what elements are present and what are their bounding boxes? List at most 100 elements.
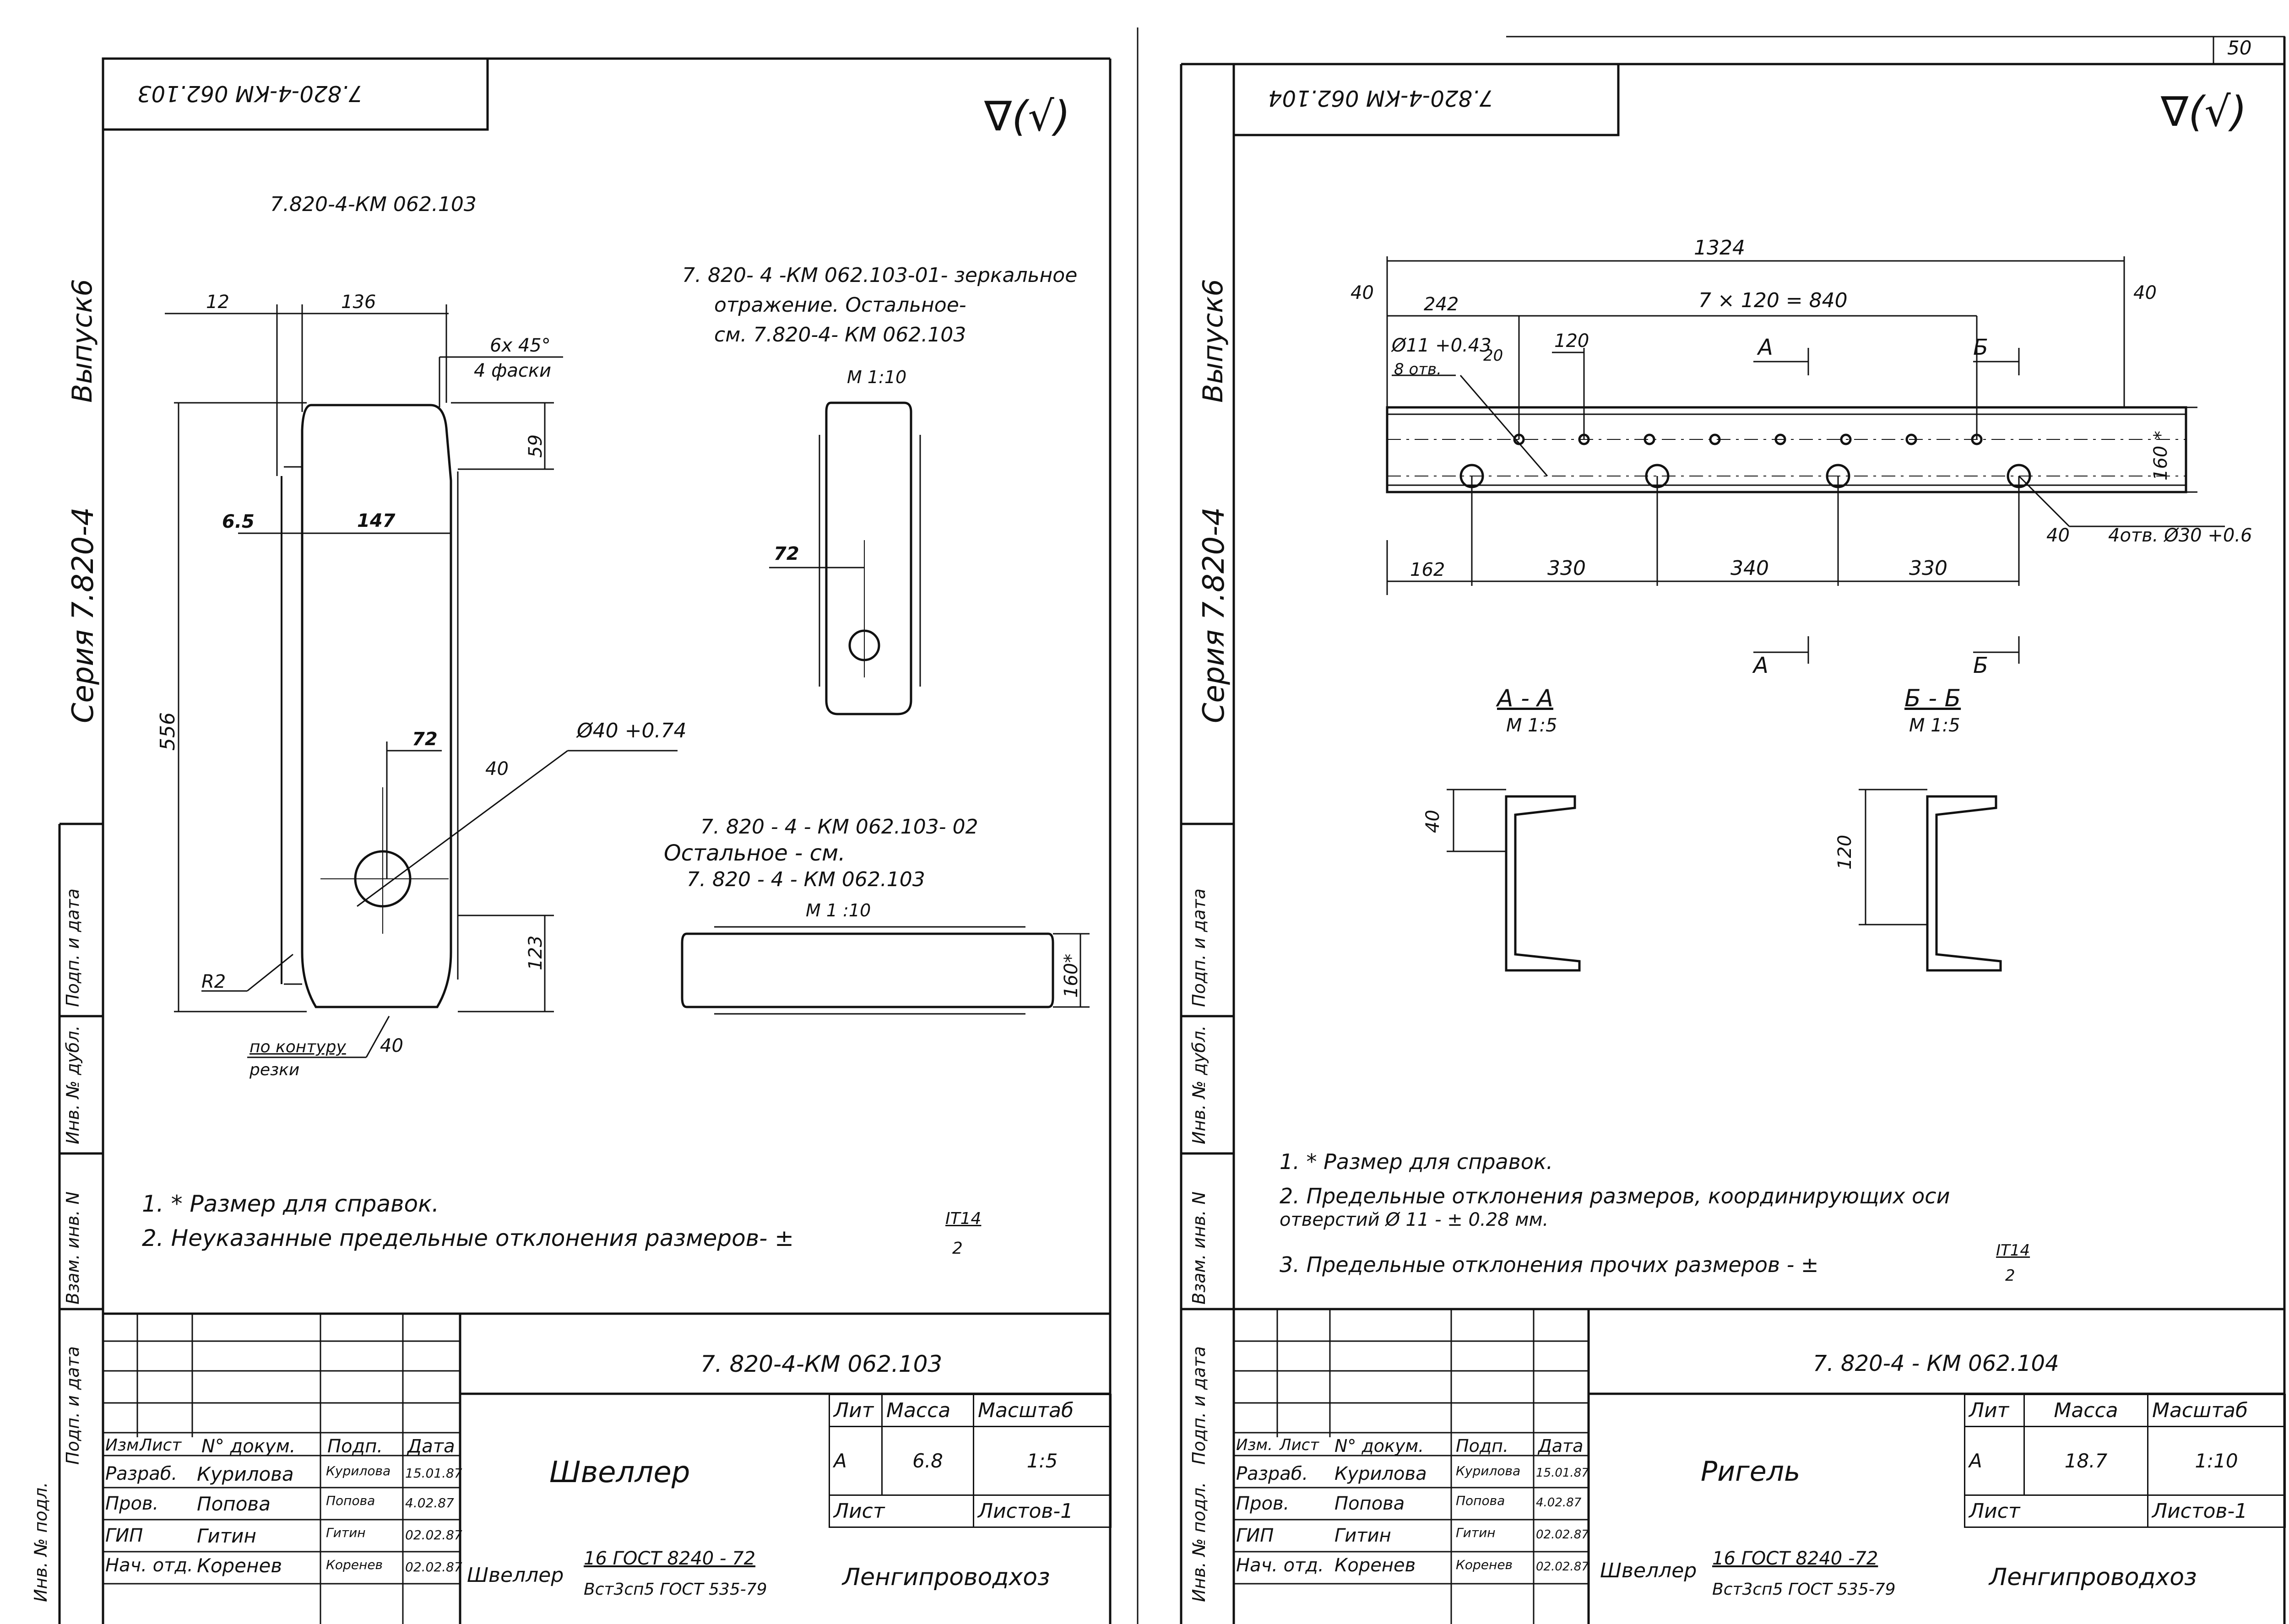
material-spec2-sheet1: Вст3сп5 ГОСТ 535-79 [584, 1580, 767, 1599]
side-label-1: Взам. инв. N [63, 1191, 83, 1305]
tb-row1-name: Курилова [197, 1463, 294, 1485]
dim-136: 136 [341, 292, 376, 313]
sheet-label-s2: Лист [1964, 1494, 2148, 1528]
sheets-total: Листов-1 [973, 1494, 1112, 1528]
side-label-4: Подп. и дата [63, 1346, 83, 1465]
note-s2-1: 1. * Размер для справок. [1280, 1149, 1553, 1174]
scale-head: Масштаб [973, 1394, 1112, 1427]
holes-30: 4отв. Ø30 +0.6 [2108, 525, 2252, 546]
side-label-s2-1: Взам. инв. N [1189, 1191, 1209, 1305]
tb2-head-date: Дата [1538, 1436, 1584, 1456]
part-code: 7.820-4-КМ 062.103 [270, 193, 477, 216]
section-a-scale: М 1:5 [1506, 715, 1557, 736]
org-sheet2: Ленгипроводхоз [1989, 1564, 2197, 1591]
side-label-s2-5: Инв. № подл. [1189, 1482, 1209, 1602]
tb-row4-sign: Коренев [326, 1557, 383, 1572]
roughness-symbol-sheet2: ∇(√) [2161, 88, 2247, 136]
tb-row1-sign: Курилова [326, 1463, 391, 1478]
lit-value: А [829, 1426, 883, 1496]
tb-row4-date: 02.02.87 [405, 1559, 462, 1575]
side-label-2: Инв. № дубл. [63, 1025, 83, 1144]
sheets-total-s2: Листов-1 [2147, 1494, 2286, 1528]
stamp-sheet1: 7.820-4-КМ 062.103 [137, 81, 363, 106]
dim-340: 340 [1730, 557, 1769, 580]
tb2-row3-role: ГИП [1236, 1525, 1274, 1546]
note-s2-3-den: 2 [2005, 1267, 2015, 1285]
dim-242: 242 [1424, 294, 1459, 315]
tb-row2-sign: Попова [326, 1493, 375, 1508]
material-spec1-sheet2: 16 ГОСТ 8240 -72 [1712, 1548, 1878, 1569]
dim-40-angle: 40 [485, 758, 509, 780]
section-a-title: А - А [1497, 685, 1553, 712]
lit-head: Лит [829, 1394, 883, 1427]
tb2-row2-name: Попова [1334, 1493, 1405, 1514]
hole-diameter: Ø40 +0.74 [577, 719, 687, 742]
dim-chamfer2: 4 фаски [474, 360, 552, 381]
tb2-row4-date: 02.02.87 [1536, 1560, 1589, 1574]
dim-1324: 1324 [1694, 236, 1745, 260]
note-2-num: IT14 [945, 1209, 982, 1228]
side-label-s2-3: Подп. и дата [1189, 888, 1209, 1007]
tb2-row1-name: Курилова [1334, 1463, 1427, 1484]
note-2: 2. Неуказанные предельные отклонения раз… [142, 1225, 794, 1251]
dim-556: 556 [156, 712, 179, 751]
note-1: 1. * Размер для справок. [142, 1191, 439, 1217]
variant02-line2: Остальное - см. [664, 840, 846, 866]
tb-row1-role: Разраб. [105, 1463, 178, 1484]
dim-12: 12 [206, 292, 229, 313]
tb2-row1-date: 15.01.87 [1536, 1466, 1589, 1480]
dim-40-down: 40 [2046, 525, 2070, 546]
dim-160: 160 * [2150, 430, 2171, 481]
title-sheet2: Ригель [1701, 1456, 1801, 1488]
title-sheet1: Швеллер [549, 1456, 690, 1489]
section-a-arrow-label: А [1753, 653, 1768, 678]
material-label-sheet1: Швеллер [467, 1564, 564, 1587]
dim-330b: 330 [1909, 557, 1947, 580]
tb-head-sign: Подп. [327, 1436, 383, 1457]
tb-row2-role: Пров. [105, 1493, 159, 1514]
tb2-row2-date: 4.02.87 [1536, 1496, 1582, 1510]
lit-table-sheet1: Лит Масса Масштаб А 6.8 1:5 Лист Листов-… [829, 1394, 1112, 1528]
dim-162: 162 [1410, 559, 1445, 580]
org-sheet1: Ленгипроводхоз [842, 1564, 1050, 1591]
mirror-note-line1: 7. 820- 4 -КМ 062.103-01- зеркальное [682, 264, 1078, 287]
tb-row1-date: 15.01.87 [405, 1466, 462, 1481]
holes-8: 8 отв. [1394, 360, 1442, 379]
dim-40-cut: 40 [380, 1035, 403, 1056]
note-s2-3: 3. Предельные отклонения прочих размеров… [1280, 1252, 1819, 1277]
note-s2-2b: отверстий Ø 11 - ± 0.28 мм. [1280, 1209, 1549, 1230]
tb-row3-date: 02.02.87 [405, 1527, 462, 1543]
lit-value-s2: А [1964, 1426, 2025, 1496]
issue-label-sheet2: Выпуск6 [1197, 279, 1229, 403]
tb2-head-doc: N° докум. [1334, 1436, 1424, 1456]
tb-head-list: Лист [140, 1436, 182, 1455]
section-b-title: Б - Б [1904, 685, 1961, 712]
side-label-3: Подп. и дата [63, 888, 83, 1007]
scale-value-s2: 1:10 [2147, 1426, 2286, 1496]
tb-row4-name: Коренев [197, 1554, 282, 1577]
dim-40-left: 40 [1351, 282, 1374, 303]
mass-head: Масса [881, 1394, 974, 1427]
section-a-dim: 40 [1422, 810, 1443, 833]
doc-code-sheet2: 7. 820-4 - КМ 062.104 [1813, 1351, 2059, 1376]
variant02-line3: 7. 820 - 4 - КМ 062.103 [687, 868, 925, 891]
section-a-mark: А [1758, 335, 1773, 360]
scale-head-s2: Масштаб [2147, 1394, 2286, 1427]
dim-72: 72 [412, 729, 438, 750]
dim-72-mirror: 72 [774, 543, 799, 564]
mass-value-s2: 18.7 [2023, 1426, 2148, 1496]
dim-160-plan: 160* [1061, 953, 1082, 998]
hole-11: Ø11 +0.43 [1392, 335, 1492, 356]
mass-head-s2: Масса [2023, 1394, 2148, 1427]
tb2-row3-name: Гитин [1334, 1525, 1391, 1546]
section-b-scale: М 1:5 [1909, 715, 1960, 736]
note-2-den: 2 [952, 1239, 963, 1258]
tb2-row2-role: Пров. [1236, 1493, 1290, 1514]
dim-330a: 330 [1547, 557, 1586, 580]
lit-head-s2: Лит [1964, 1394, 2025, 1427]
dim-chamfer: 6x 45° [490, 335, 551, 356]
scale-label-1: М 1:10 [847, 367, 907, 387]
scale-label-2: М 1 :10 [806, 900, 871, 920]
section-b-dim: 120 [1834, 834, 1855, 870]
dim-40-right: 40 [2133, 282, 2157, 303]
